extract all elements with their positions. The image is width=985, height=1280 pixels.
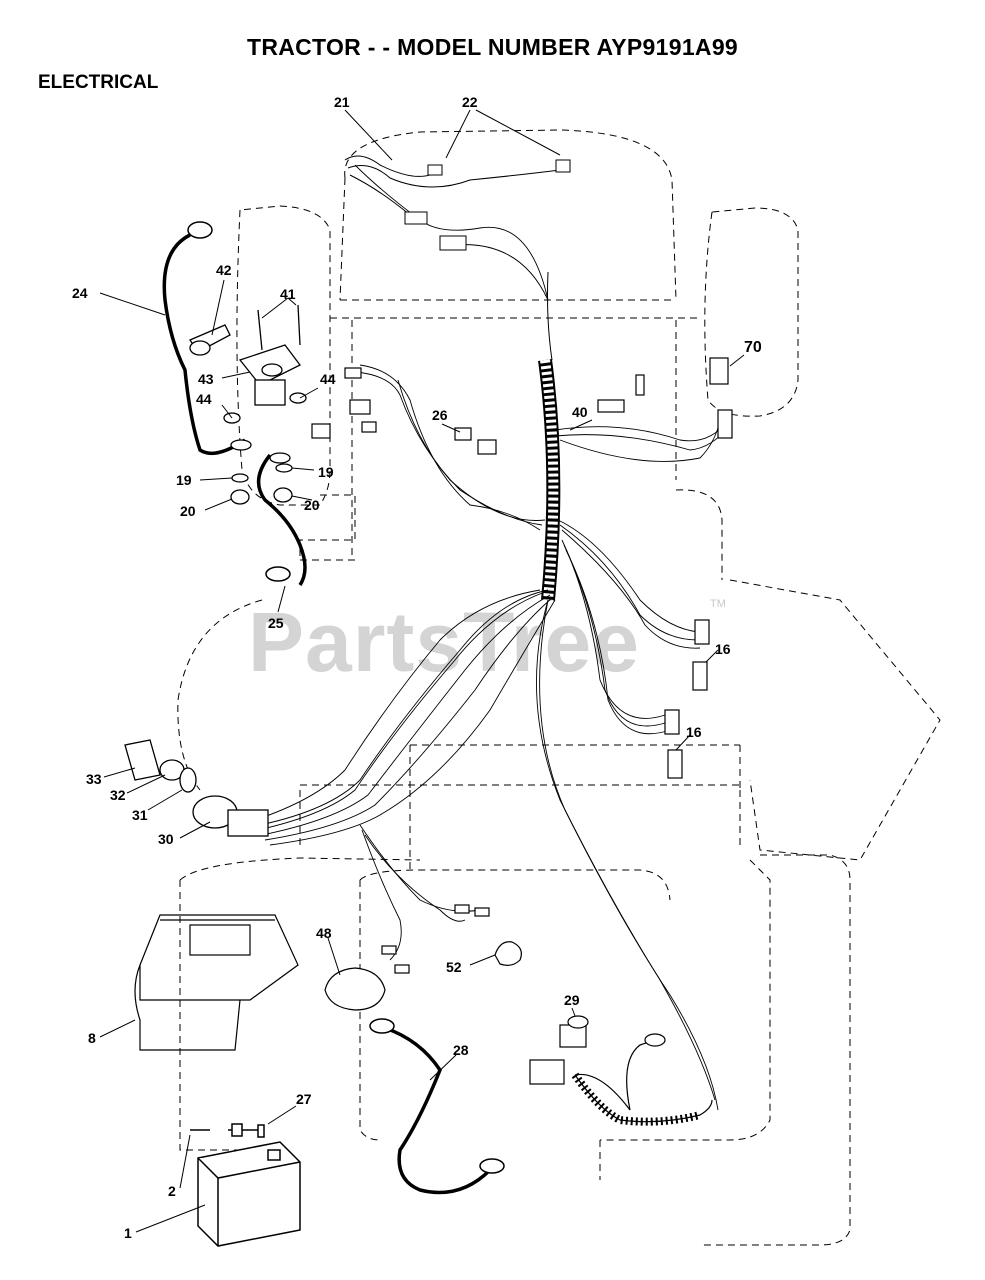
callout-2: 2 bbox=[168, 1183, 176, 1199]
terminal-28-bottom bbox=[479, 1158, 505, 1174]
coil-cable bbox=[571, 1039, 713, 1126]
callout-48: 48 bbox=[316, 925, 332, 941]
callout-19-right: 19 bbox=[318, 464, 334, 480]
terminal-24 bbox=[187, 221, 213, 239]
callout-29: 29 bbox=[564, 992, 580, 1008]
callout-27: 27 bbox=[296, 1091, 312, 1107]
terminal-28-top bbox=[369, 1018, 395, 1034]
callout-22: 22 bbox=[462, 94, 478, 110]
module-29 bbox=[529, 1015, 666, 1085]
callout-44-left: 44 bbox=[196, 391, 212, 407]
callout-24: 24 bbox=[72, 285, 88, 301]
callout-70: 70 bbox=[744, 339, 762, 356]
callout-40: 40 bbox=[572, 404, 588, 420]
callout-19-left: 19 bbox=[176, 472, 192, 488]
callout-32: 32 bbox=[110, 787, 126, 803]
callout-16-upper: 16 bbox=[715, 641, 731, 657]
cable-25 bbox=[256, 453, 307, 586]
callout-20-right: 20 bbox=[304, 497, 320, 513]
callout-1: 1 bbox=[124, 1225, 132, 1241]
callout-43: 43 bbox=[198, 371, 214, 387]
harness-bundle bbox=[254, 164, 731, 1111]
battery bbox=[190, 1123, 301, 1247]
solenoid bbox=[189, 304, 301, 406]
cable-28 bbox=[384, 1026, 492, 1195]
engine bbox=[134, 914, 299, 1051]
terminal-25 bbox=[265, 566, 291, 582]
callout-52: 52 bbox=[446, 959, 462, 975]
watermark-trademark: TM bbox=[710, 598, 726, 610]
page-title: TRACTOR - - MODEL NUMBER AYP9191A99 bbox=[246, 34, 739, 60]
tractor-outline bbox=[177, 129, 941, 1246]
callout-44-right: 44 bbox=[320, 371, 336, 387]
callout-31: 31 bbox=[132, 807, 148, 823]
main-harness-loom bbox=[538, 271, 561, 601]
callout-33: 33 bbox=[86, 771, 102, 787]
section-title: ELECTRICAL bbox=[38, 72, 159, 93]
callout-21: 21 bbox=[334, 94, 350, 110]
leader-lines bbox=[99, 109, 745, 1233]
seat-switch bbox=[324, 904, 522, 1011]
cable-24 bbox=[162, 233, 246, 456]
callout-16-lower: 16 bbox=[686, 724, 702, 740]
callout-26: 26 bbox=[432, 407, 448, 423]
callout-42: 42 bbox=[216, 262, 232, 278]
ignition-switch bbox=[124, 739, 269, 837]
callout-28: 28 bbox=[453, 1042, 469, 1058]
callout-25: 25 bbox=[268, 615, 284, 631]
callout-41: 41 bbox=[280, 286, 296, 302]
headlight-harness bbox=[344, 155, 571, 251]
washers-nuts bbox=[223, 392, 307, 505]
callout-20-left: 20 bbox=[180, 503, 196, 519]
connectors bbox=[311, 357, 733, 779]
callout-8: 8 bbox=[88, 1030, 96, 1046]
callout-30: 30 bbox=[158, 831, 174, 847]
